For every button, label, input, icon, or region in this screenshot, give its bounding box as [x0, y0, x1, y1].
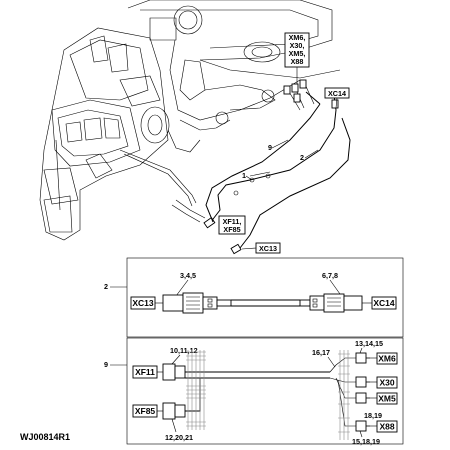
xc13-callout-label: XC13 [259, 244, 277, 253]
xc13-callout [255, 242, 281, 254]
item-1-label: 1 [242, 171, 246, 180]
xm-plug-3 [299, 79, 307, 89]
harness-9-frame [126, 337, 404, 445]
xf85-connector [162, 402, 176, 420]
harness-9-routing [205, 79, 321, 223]
xm5-connector [355, 392, 367, 404]
xm-plug-4 [293, 93, 301, 103]
xm5-box [376, 392, 398, 405]
harness-2-frame [126, 257, 404, 338]
xf85-label: XF85 [135, 406, 156, 416]
xm-group-line-3: XM5, [289, 49, 306, 58]
harness-2-left-connector [162, 294, 184, 312]
xf11-parts: 10,11,12 [170, 346, 198, 355]
xm-plug-2 [291, 83, 299, 93]
x88-label: X88 [379, 422, 394, 432]
harness-9-item-no: 9 [104, 360, 108, 369]
machine-drawing [39, 0, 341, 241]
item-2-label: 2 [300, 153, 304, 162]
xf-group-line-2: XF85 [223, 225, 240, 234]
harness-2-left-parts: 3,4,5 [180, 271, 196, 280]
harness-9-panel: 9 XF11 10,11,12 XF85 12,20,21 16 [104, 337, 404, 446]
x30-connector [355, 376, 367, 388]
xm6-box [376, 352, 398, 365]
xm5-label: XM5 [378, 394, 396, 404]
xm-group-callout [284, 32, 310, 68]
top-callouts: XM6, X30, XM5, X88 XC14 XF11, XF85 XC13 … [218, 32, 350, 254]
wire-ladder [186, 350, 206, 430]
xm6-connector [355, 352, 367, 364]
xm6-label: XM6 [378, 354, 396, 364]
harness-2-right-parts: 6,7,8 [322, 271, 338, 280]
xf11-connector [162, 363, 176, 381]
xc14-plug-top [331, 99, 339, 109]
item-9-label: 9 [268, 143, 272, 152]
xc14-callout-label: XC14 [328, 89, 346, 98]
xm-group-line-2: X30, [290, 41, 305, 50]
harness-2-right-connector [309, 295, 325, 311]
x30-box [376, 376, 398, 389]
x30-label: X30 [379, 378, 394, 388]
xc13-plug-top [230, 243, 242, 255]
xc13-label: XC13 [132, 298, 154, 308]
figure-id: WJ00814R1 [20, 432, 70, 442]
mid-parts: 16,17 [312, 348, 330, 357]
harness-2-panel: 2 XC13 3,4,5 6,7,8 XC14 [104, 257, 404, 338]
xc14-label: XC14 [373, 298, 395, 308]
harness-2-item-no: 2 [104, 282, 108, 291]
xf11-label: XF11 [135, 367, 155, 377]
xc14-box [371, 296, 397, 310]
xm6-parts: 13,14,15 [355, 339, 383, 348]
x88-connector [355, 420, 367, 432]
xf-group-callout [218, 215, 246, 235]
harness-2-routing [203, 94, 351, 255]
xm-group-line-4: X88 [291, 57, 304, 66]
xf85-parts: 12,20,21 [165, 433, 193, 442]
xf-group-line-1: XF11, [223, 217, 242, 226]
xm-plug-1 [283, 85, 291, 95]
x88-lower-parts: 15,18,19 [352, 437, 380, 446]
x88-box [376, 420, 398, 433]
xm-group-line-1: XM6, [289, 33, 306, 42]
x88-upper-parts: 18,19 [364, 411, 382, 420]
